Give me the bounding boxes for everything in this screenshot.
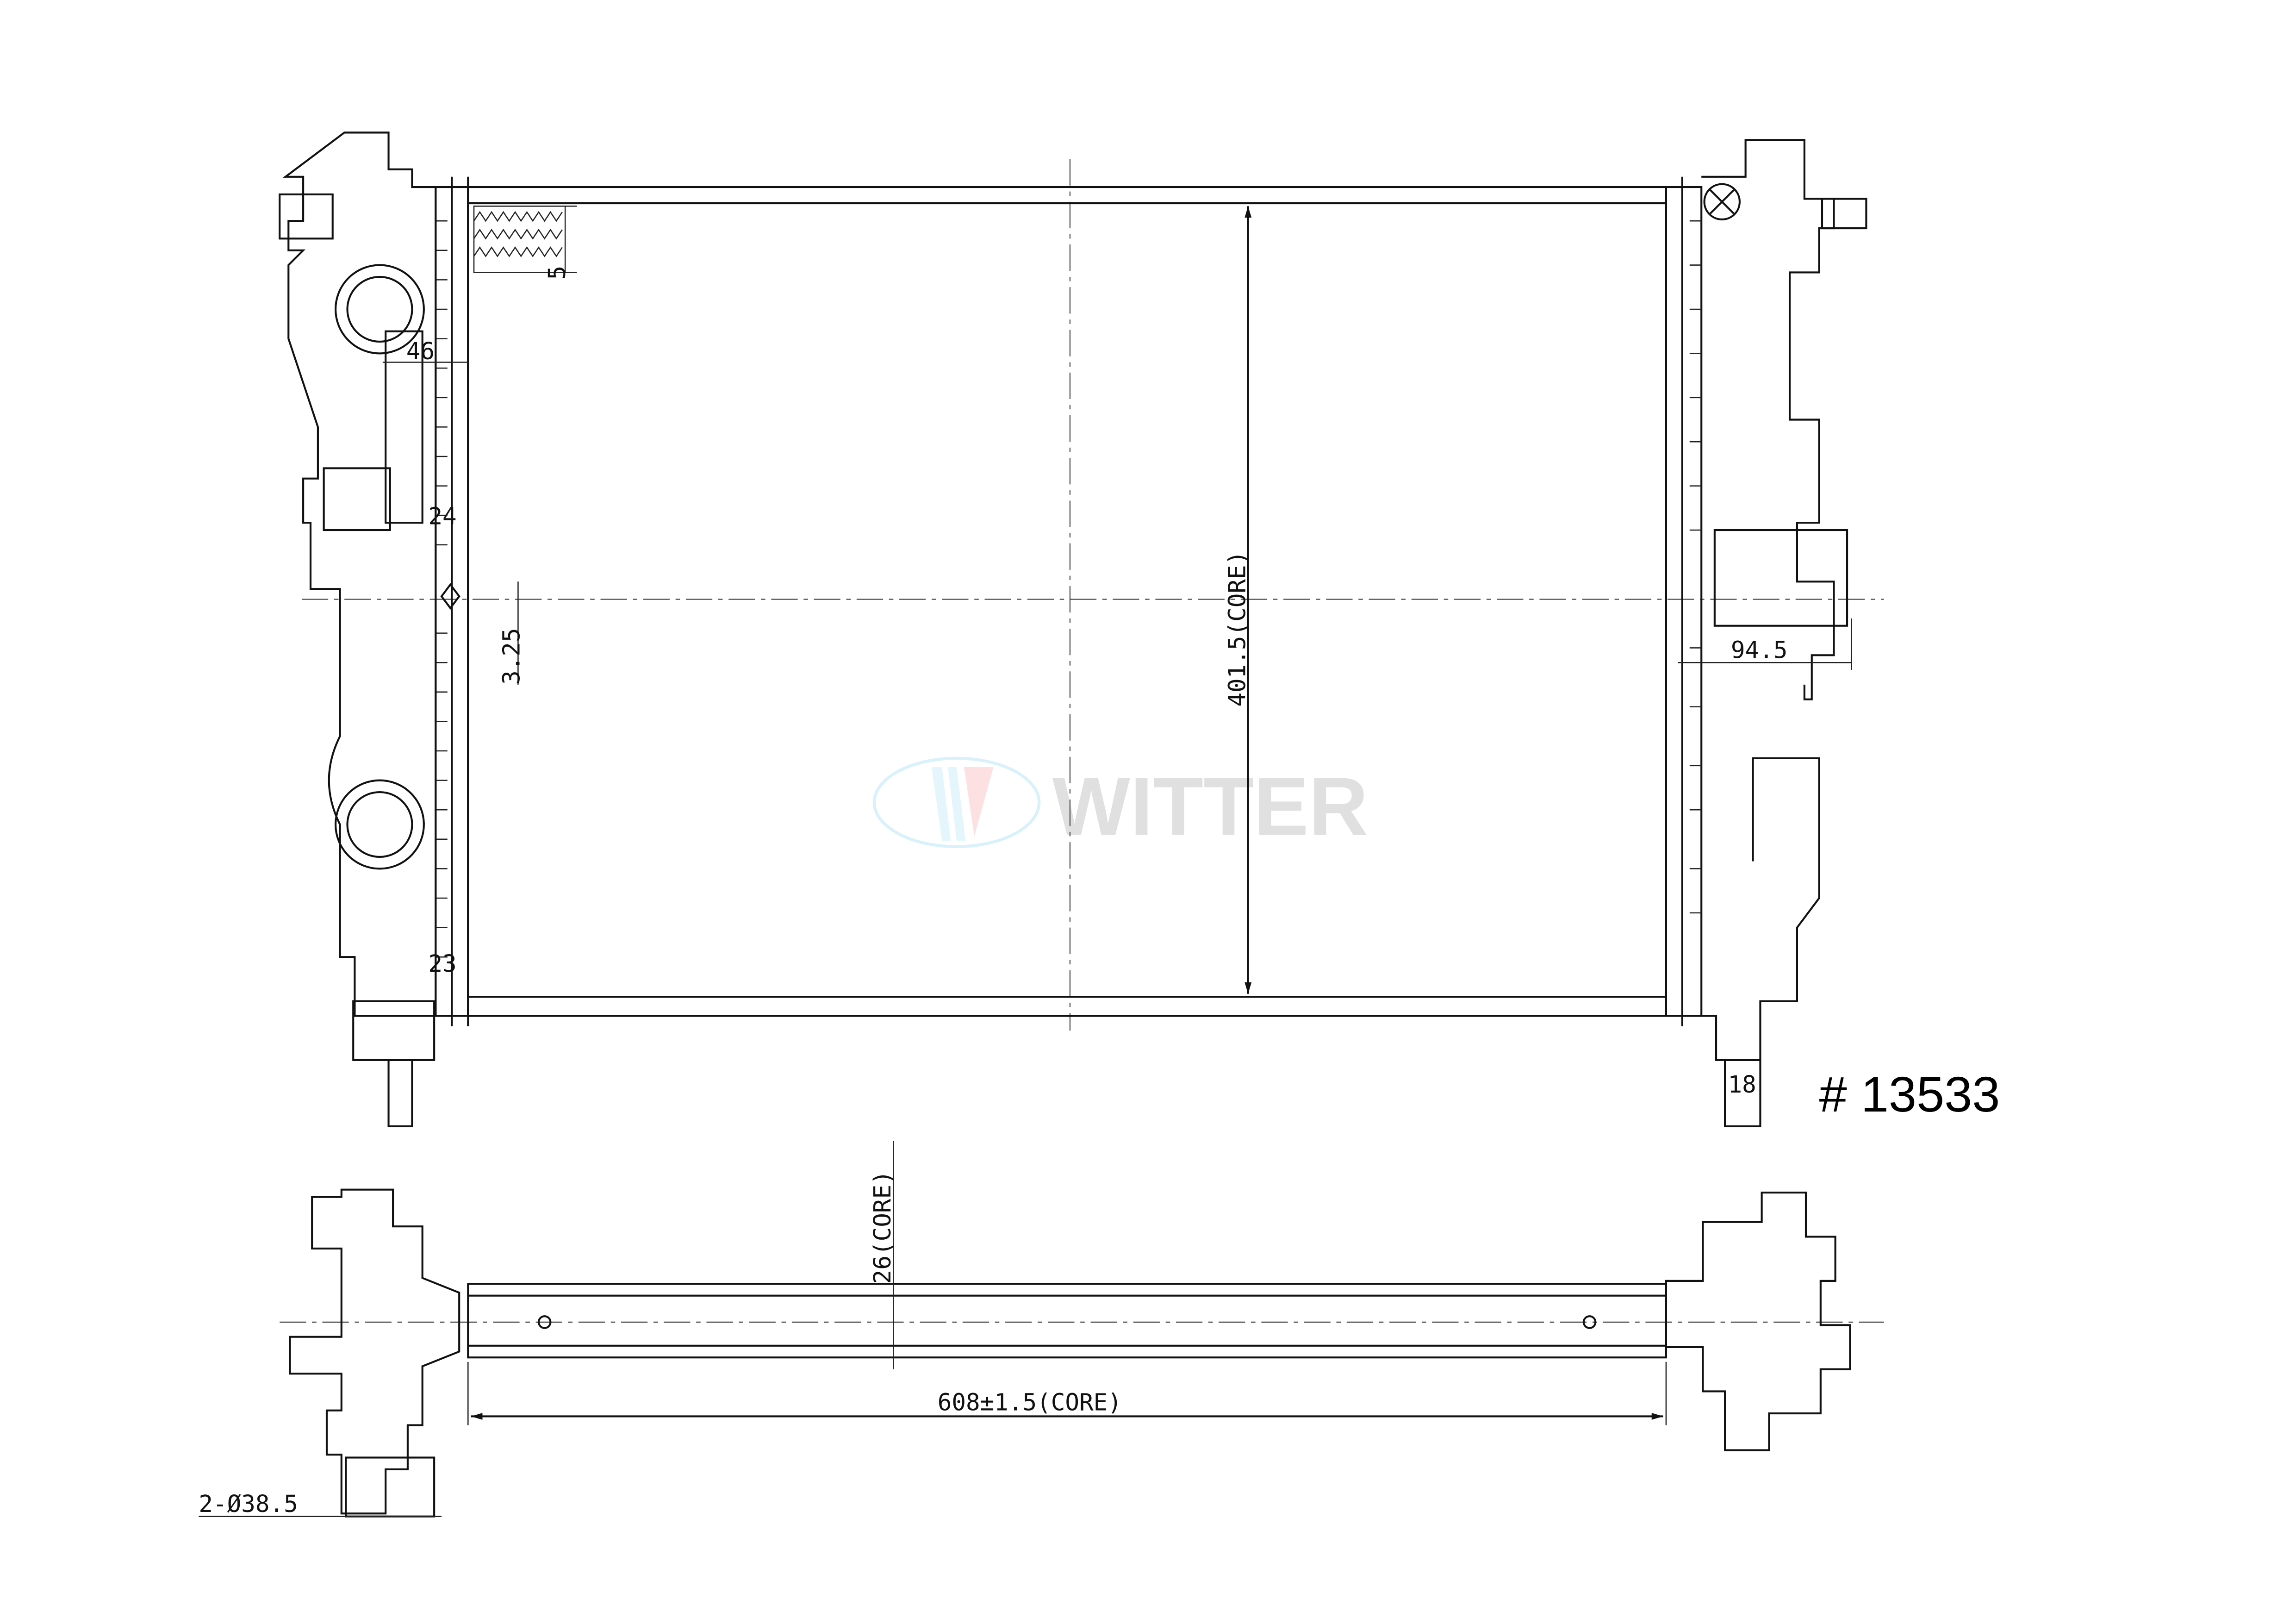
dim-23: 23 xyxy=(428,950,456,977)
part-number: # 13533 xyxy=(1819,1066,2000,1122)
front-view: 5 46 24 23 3.25 xyxy=(279,131,1884,1128)
drain-plug xyxy=(1724,1059,1761,1128)
dim-46: 46 xyxy=(406,337,435,365)
bleed-screw-icon xyxy=(1703,183,1741,221)
left-tank-side xyxy=(289,1188,460,1515)
left-tank: 46 24 23 3.25 xyxy=(279,131,525,1128)
dim-18: 18 xyxy=(1728,1071,1756,1098)
dim-94-5: 94.5 xyxy=(1731,637,1788,664)
dim-core-depth: 26(CORE) xyxy=(869,1170,896,1284)
bottom-view: 26(CORE) 608±1.5(CORE) 2-Ø38.5 xyxy=(199,1141,1884,1518)
left-connector xyxy=(279,193,334,240)
witter-watermark: WITTER xyxy=(872,756,1369,852)
dim-fin-pitch: 5 xyxy=(543,266,571,280)
watermark-logo-icon xyxy=(872,756,1041,848)
right-tank-side xyxy=(1665,1191,1851,1451)
fin-detail: 5 xyxy=(473,206,577,280)
right-tank: 94.5 18 xyxy=(1665,139,1867,1128)
dim-pipe-diameter: 2-Ø38.5 xyxy=(199,1490,298,1518)
dim-core-width: 608±1.5(CORE) xyxy=(938,1389,1122,1416)
dim-3-25: 3.25 xyxy=(498,628,525,685)
dim-24: 24 xyxy=(428,502,456,530)
dim-core-height: 401.5(CORE) xyxy=(1223,551,1251,707)
lower-outlet-pipe xyxy=(335,779,425,870)
watermark-text: WITTER xyxy=(1052,760,1369,852)
upper-inlet-pipe xyxy=(335,264,425,355)
